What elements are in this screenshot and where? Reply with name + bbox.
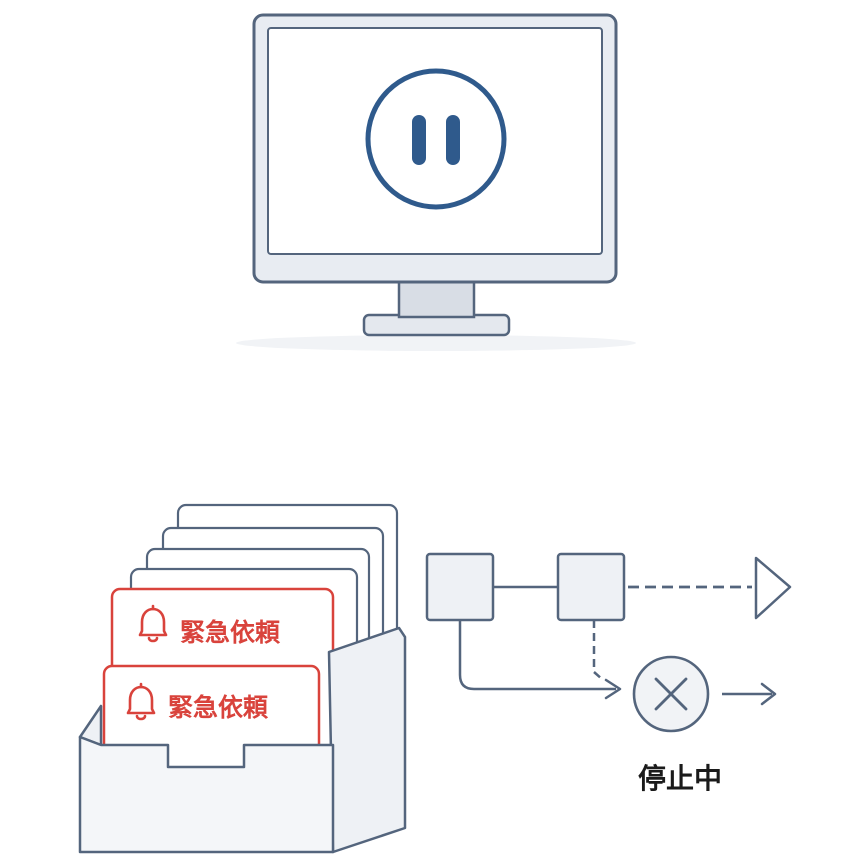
workflow: 停止中 — [425, 552, 792, 795]
status-label: 停止中 — [638, 762, 722, 795]
pause-bar-left — [412, 115, 426, 165]
bell-icon — [138, 604, 168, 643]
workflow-node — [556, 552, 626, 622]
workflow-node — [425, 552, 495, 622]
tray-front-panel — [78, 735, 335, 854]
workflow-branch-path — [458, 620, 616, 691]
monitor — [236, 13, 636, 351]
workflow-dashed-branch — [592, 620, 603, 680]
monitor-shadow — [236, 335, 636, 351]
bell-icon — [126, 682, 156, 721]
tray-side-wall — [327, 626, 407, 854]
monitor-stand-neck — [397, 280, 476, 319]
urgent-card-label: 緊急依頼 — [180, 618, 281, 647]
arrowhead — [760, 682, 777, 706]
arrowhead-open-triangle — [754, 556, 792, 620]
pause-bar-right — [446, 115, 460, 165]
arrowhead — [604, 678, 622, 700]
request-tray: 緊急依頼 緊急依頼 — [78, 503, 407, 854]
urgent-card-label: 緊急依頼 — [168, 693, 269, 722]
close-icon — [632, 655, 710, 733]
pause-circle — [365, 68, 507, 210]
pause-icon — [365, 68, 507, 210]
